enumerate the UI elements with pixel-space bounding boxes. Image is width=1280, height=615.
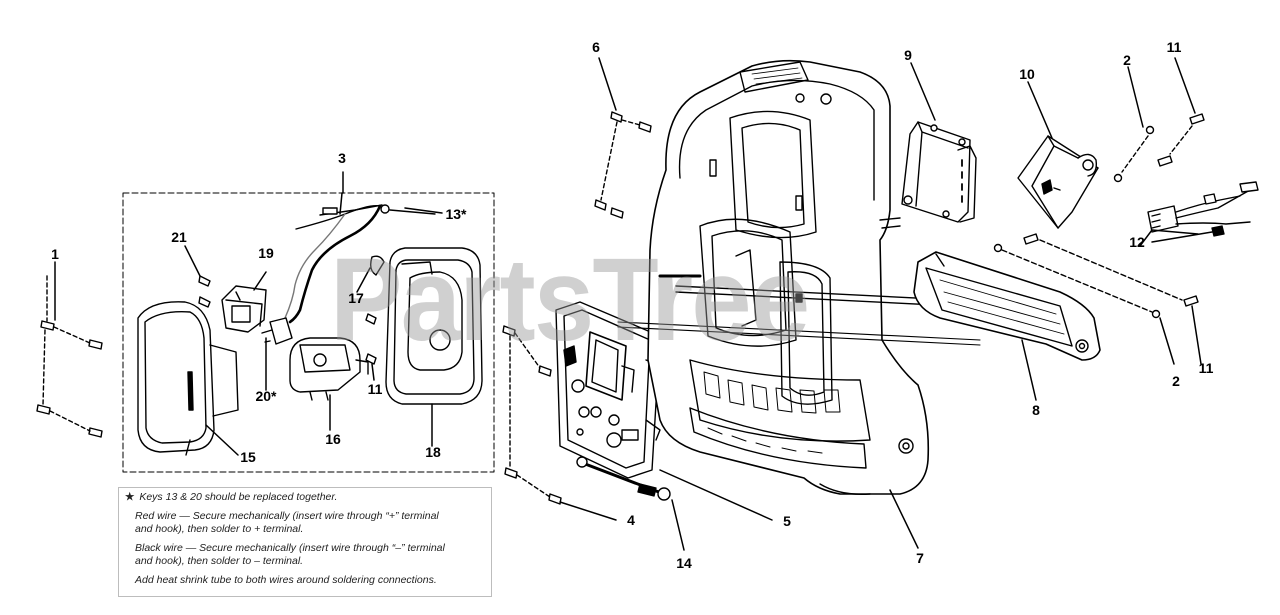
part-2-11-fasteners-bottom [993,233,1199,319]
callout-21: 21 [171,229,187,245]
callout-5: 5 [783,513,791,529]
callout-11: 11 [367,381,383,397]
note-line-5: and hook), then solder to – terminal. [135,555,304,567]
part-2-11-fasteners-top [1113,113,1205,183]
callout-12: 12 [1129,234,1145,250]
leader-lines [54,57,1213,551]
part-1-screws [36,275,103,438]
note-line-4: Black wire — Secure mechanically (insert… [135,542,445,554]
callout-9: 9 [904,47,912,63]
callout-7: 7 [916,550,924,566]
callout-1: 1 [51,246,59,262]
star-icon: ★ [125,491,135,503]
callout-19: 19 [258,245,274,261]
callout-11: 11 [1198,360,1214,376]
callout-6: 6 [592,39,600,55]
watermark-text: PartsTree [330,234,810,366]
part-8-handle [913,251,1101,361]
part-17-clip [365,255,385,365]
callout-10: 10 [1019,66,1035,82]
group-box-key-3 [122,192,495,473]
callout-4: 4 [627,512,635,528]
part-14-ground-strap [576,456,671,501]
callout-18: 18 [425,444,441,460]
part-4-screws [502,325,562,505]
callout-8: 8 [1032,402,1040,418]
part-10-box [1017,135,1099,229]
note-line-1: ★ Keys 13 & 20 should be replaced togeth… [125,491,491,504]
part-6-screws [594,111,652,219]
part-13-wire [284,204,436,324]
part-20-connector [261,317,293,345]
part-18-battery-box [385,247,483,405]
callout-2: 2 [1172,373,1180,389]
part-21-screws [198,275,211,308]
callout-2: 2 [1123,52,1131,68]
callout-16: 16 [325,431,341,447]
callout-20: 20* [255,388,277,404]
callout-14: 14 [676,555,692,571]
note-line-1-text: Keys 13 & 20 should be replaced together… [139,491,338,503]
part-19-bracket [221,285,267,333]
callout-11: 11 [1166,39,1182,55]
part-9-module [901,121,977,223]
note-line-2: Red wire — Secure mechanically (insert w… [135,510,439,522]
callout-17: 17 [348,290,364,306]
callout-15: 15 [240,449,256,465]
note-box: ★ Keys 13 & 20 should be replaced togeth… [118,487,492,597]
callout-3: 3 [338,150,346,166]
part-16-switch [289,337,369,401]
part-7-housing [647,59,930,495]
part-15-cover [137,301,239,456]
part-5-control-panel [555,301,677,479]
note-line-3: and hook), then solder to + terminal. [135,523,304,535]
part-12-harness [1147,181,1259,237]
callout-13: 13* [445,206,467,222]
note-line-6: Add heat shrink tube to both wires aroun… [135,574,437,586]
